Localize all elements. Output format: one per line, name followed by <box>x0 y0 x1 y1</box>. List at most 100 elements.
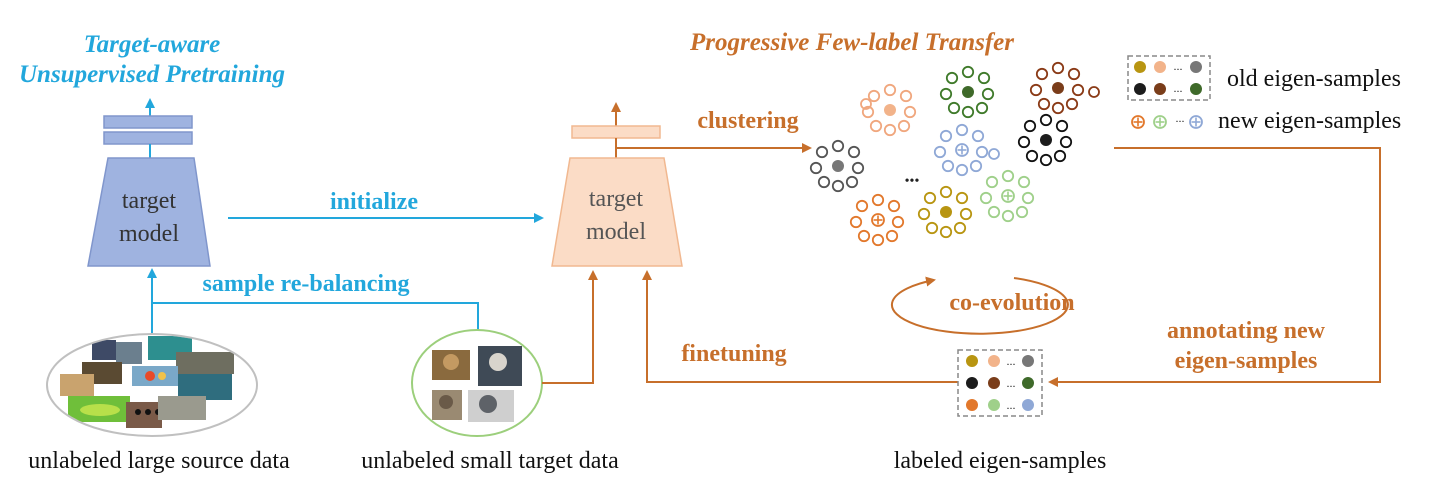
legend-old-ellipsis-2: ... <box>1174 81 1183 95</box>
cluster-sample <box>985 175 999 189</box>
cluster-sample <box>969 159 983 173</box>
cluster-sample <box>945 71 959 85</box>
cluster-sample <box>891 215 905 229</box>
cluster-eigen-sample <box>884 104 896 116</box>
cluster-sample <box>1017 175 1031 189</box>
cluster-sample <box>961 105 975 119</box>
cluster-sample <box>1035 67 1049 81</box>
cluster-sample <box>871 233 885 247</box>
clustering-label: clustering <box>697 108 798 134</box>
cluster-sample <box>809 161 823 175</box>
cluster-sample <box>897 119 911 133</box>
right-model-label-line1: target <box>589 186 644 212</box>
target-data-collage <box>411 329 543 437</box>
cluster-sample <box>831 179 845 193</box>
cluster-sample <box>899 89 913 103</box>
finetuning-arrow <box>642 270 958 383</box>
legend-old-swatch <box>1154 61 1166 73</box>
cluster-sample <box>855 199 869 213</box>
cluster-sample <box>869 119 883 133</box>
cluster-sample <box>955 163 969 177</box>
cluster-sample <box>947 101 961 115</box>
source-thumb <box>116 342 142 364</box>
rebalancing-arrow <box>152 302 479 332</box>
cluster-sample <box>925 221 939 235</box>
source-thumb <box>158 396 206 420</box>
source-thumb <box>176 352 234 374</box>
cluster-sample <box>883 123 897 137</box>
legend-old-swatch <box>1154 83 1166 95</box>
cluster-sample <box>831 139 845 153</box>
coevolution-label: co-evolution <box>949 290 1074 316</box>
cluster-sample <box>1021 191 1035 205</box>
cluster-sample <box>867 89 881 103</box>
cluster-sample <box>815 145 829 159</box>
labeled-caption: labeled eigen-samples <box>894 448 1107 474</box>
cluster-sample <box>861 105 875 119</box>
cluster-sample <box>1053 149 1067 163</box>
labeled-eigen-swatch <box>1022 399 1034 411</box>
labeled-eigen-box: ......... <box>957 349 1043 417</box>
cluster-olive <box>917 185 973 239</box>
initialize-label: initialize <box>330 189 418 215</box>
cluster-sample <box>941 159 955 173</box>
left-title-line1: Target-aware <box>84 31 221 58</box>
cluster-sample <box>1055 119 1069 133</box>
cluster-new-eigen-sample <box>1001 189 1015 203</box>
cluster-sample <box>845 175 859 189</box>
labeled-ellipsis: ... <box>1007 398 1016 412</box>
cluster-brown <box>1029 61 1085 115</box>
source-thumb <box>126 402 162 428</box>
cluster-sample <box>1037 97 1051 111</box>
cluster-sample <box>817 175 831 189</box>
cluster-sample <box>849 215 863 229</box>
cluster-eigen-sample <box>962 86 974 98</box>
cluster-sample <box>923 191 937 205</box>
cluster-sample <box>903 105 917 119</box>
cluster-cloud <box>809 61 1100 247</box>
cluster-sample <box>847 145 861 159</box>
cluster-sample <box>857 229 871 243</box>
annotating-label-line2: eigen-samples <box>1175 348 1318 374</box>
legend-old-ellipsis-1: ... <box>1174 59 1183 73</box>
cluster-gray <box>809 139 865 193</box>
cluster-sample <box>1001 209 1015 223</box>
labeled-eigen-swatch <box>966 377 978 389</box>
right-target-model <box>551 157 683 267</box>
left-model-label-line2: model <box>119 221 179 247</box>
cluster-peach <box>861 83 917 137</box>
labeled-eigen-swatch <box>988 399 1000 411</box>
right-model-head <box>571 125 661 139</box>
legend-old-box <box>1127 55 1211 101</box>
cluster-sample <box>939 225 953 239</box>
source-thumb <box>60 374 94 396</box>
cluster-sample <box>975 101 989 115</box>
labeled-eigen-swatch <box>966 355 978 367</box>
labeled-ellipsis: ... <box>1007 376 1016 390</box>
annotating-label-line1: annotating new <box>1167 318 1326 344</box>
cluster-sample <box>883 83 897 97</box>
cluster-sample <box>939 129 953 143</box>
legend-new-swatch <box>1189 115 1203 129</box>
cluster-sample <box>971 129 985 143</box>
cluster-sample <box>887 199 901 213</box>
cluster-new-eigen-sample <box>871 213 885 227</box>
cluster-sample <box>860 98 872 110</box>
cluster-sample <box>953 221 967 235</box>
legend-new-ellipsis: ... <box>1176 111 1185 125</box>
labeled-eigen-swatch <box>966 399 978 411</box>
source-thumb <box>178 374 232 400</box>
cluster-sample <box>955 191 969 205</box>
cluster-sample <box>977 71 991 85</box>
source-data-collage <box>46 333 258 437</box>
cluster-sample <box>1039 113 1053 127</box>
cluster-new-eigen-sample <box>955 143 969 157</box>
cluster-sample <box>988 148 1000 160</box>
cluster-sample <box>1059 135 1073 149</box>
legend-new-swatch <box>1153 115 1167 129</box>
cluster-eigen-sample <box>832 160 844 172</box>
left-model-head-bottom <box>103 131 193 145</box>
cluster-sample <box>933 145 947 159</box>
labeled-ellipsis: ... <box>1007 354 1016 368</box>
annotating-arrow <box>1048 147 1381 387</box>
